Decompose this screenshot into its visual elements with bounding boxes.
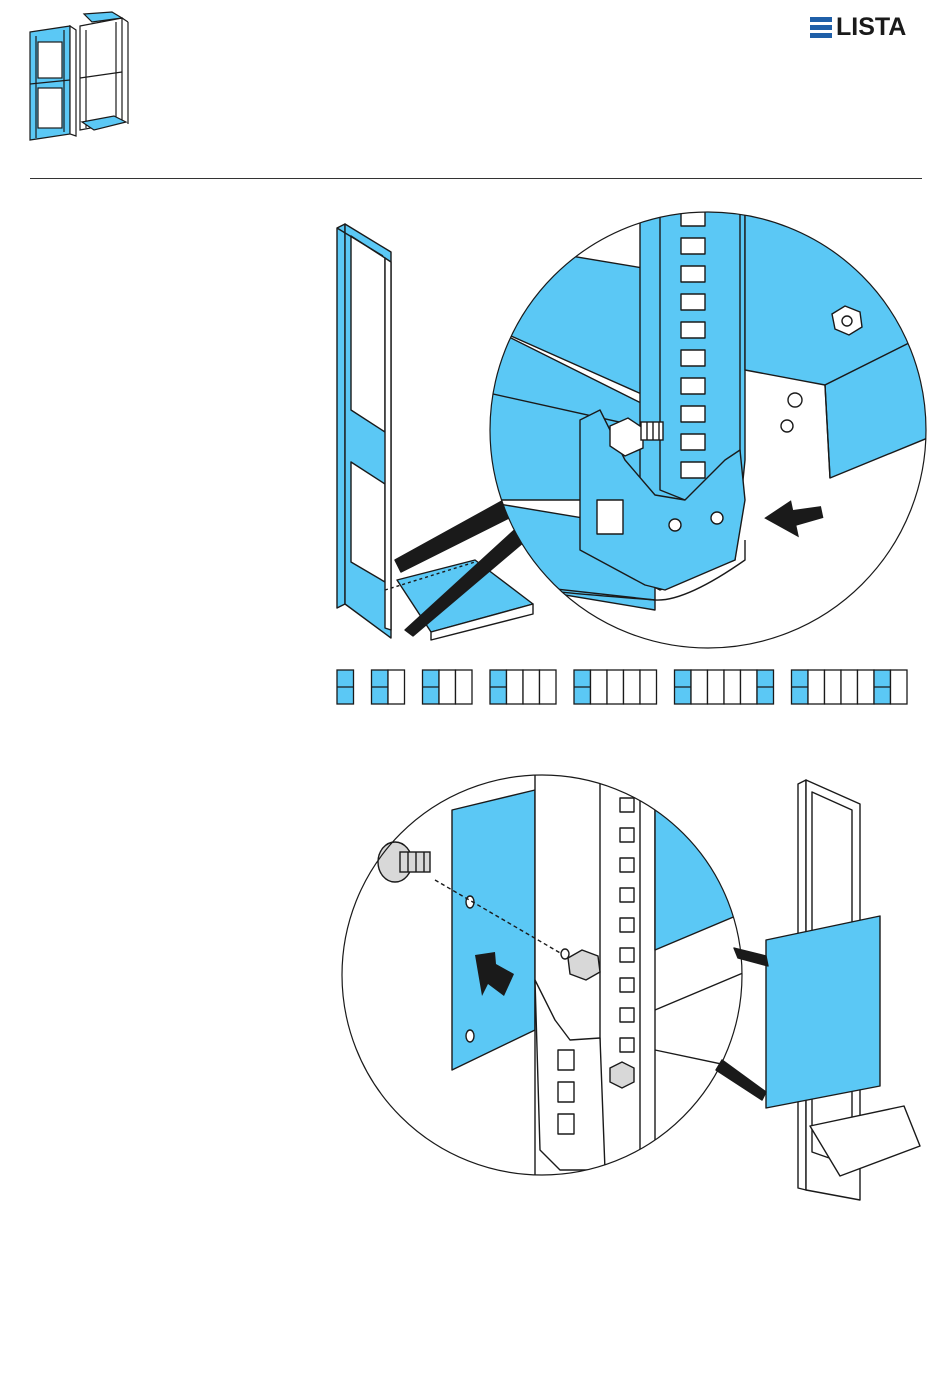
config-column [808,670,825,704]
config-column [724,670,741,704]
config-column [624,670,641,704]
config-column [456,670,473,704]
config-column [607,670,624,704]
config-column [540,670,557,704]
config-group-6 [675,670,774,704]
cabinet-thumbnail [22,12,137,152]
config-group-2 [372,670,405,704]
config-group-3 [423,670,473,704]
config-column [708,670,725,704]
configuration-diagram [335,668,910,708]
side-panel-assembly-illustration [330,770,930,1210]
config-group-1 [337,670,354,704]
config-column [891,670,908,704]
frame-base-assembly-illustration [325,200,925,650]
config-column [388,670,405,704]
config-column [858,670,875,704]
config-column [841,670,858,704]
config-column [439,670,456,704]
config-column [825,670,842,704]
config-group-7 [792,670,908,704]
config-column [591,670,608,704]
config-group-5 [574,670,657,704]
lista-logo: LISTA [808,12,926,42]
logo-text: LISTA [836,12,906,42]
config-column [507,670,524,704]
config-column [741,670,758,704]
config-column [523,670,540,704]
header-divider [30,178,922,179]
config-column [691,670,708,704]
config-column [640,670,657,704]
config-group-4 [490,670,556,704]
